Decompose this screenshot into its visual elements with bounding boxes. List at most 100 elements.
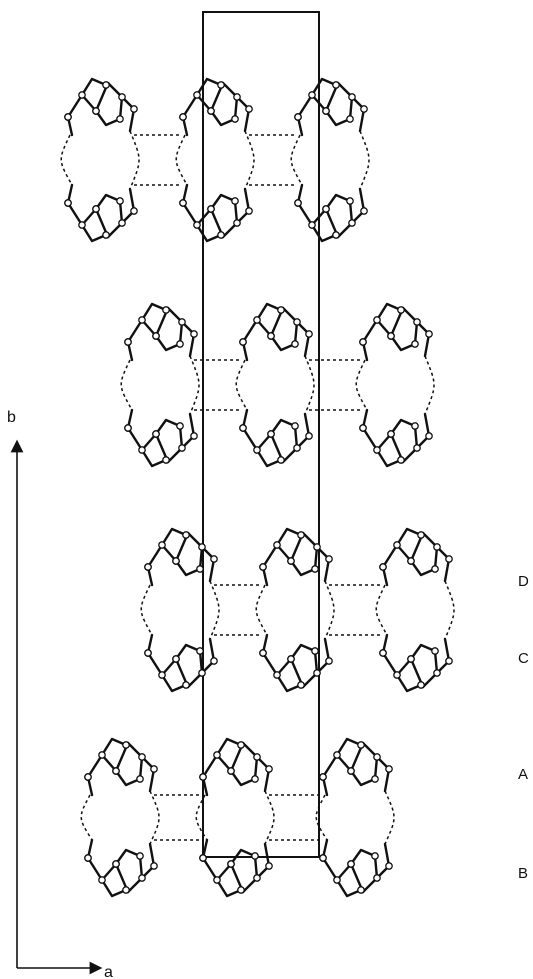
- atom-circle: [152, 430, 160, 438]
- hydrogen-bond: [375, 584, 388, 636]
- bond-line: [409, 643, 439, 675]
- molecule: [359, 302, 433, 362]
- atom-circle: [182, 531, 190, 539]
- bond-line: [269, 320, 299, 352]
- atom-circle: [138, 753, 146, 761]
- bond-line: [114, 848, 144, 880]
- hydrogen-bond: [80, 794, 93, 841]
- atom-circle: [122, 886, 130, 894]
- bond-line: [349, 755, 379, 787]
- atom-circle: [190, 432, 198, 440]
- atom-circle: [333, 751, 341, 759]
- atom-circle: [78, 91, 86, 99]
- atom-circle: [178, 444, 186, 452]
- bond-line: [289, 545, 319, 577]
- atom-circle: [373, 753, 381, 761]
- atom-circle: [294, 199, 302, 207]
- hydrogen-bond: [244, 130, 255, 190]
- atom-circle: [267, 430, 275, 438]
- atom-circle: [193, 91, 201, 99]
- molecule: [359, 408, 433, 468]
- atom-circle: [431, 647, 439, 655]
- atom-circle: [102, 231, 110, 239]
- atom-circle: [253, 316, 261, 324]
- atom-circle: [179, 199, 187, 207]
- atom-circle: [393, 671, 401, 679]
- atom-circle: [373, 446, 381, 454]
- atom-circle: [92, 205, 100, 213]
- molecule: [294, 77, 368, 137]
- atom-circle: [124, 338, 132, 346]
- atom-circle: [265, 862, 273, 870]
- atom-circle: [138, 446, 146, 454]
- hydrogen-bond: [149, 790, 160, 845]
- atom-circle: [245, 207, 253, 215]
- atom-circle: [118, 93, 126, 101]
- atom-circle: [413, 444, 421, 452]
- atom-circle: [239, 338, 247, 346]
- atom-circle: [239, 424, 247, 432]
- atom-circle: [84, 854, 92, 862]
- atom-circle: [253, 874, 261, 882]
- atom-circle: [277, 456, 285, 464]
- atom-circle: [433, 669, 441, 677]
- molecule: [199, 838, 273, 898]
- hydrogen-bond: [315, 794, 328, 841]
- atom-circle: [245, 105, 253, 113]
- atom-circle: [251, 775, 259, 783]
- atom-circle: [253, 446, 261, 454]
- atom-circle: [158, 671, 166, 679]
- atom-circle: [231, 115, 239, 123]
- hydrogen-bond: [384, 790, 395, 845]
- hydrogen-bond: [189, 355, 200, 415]
- atom-circle: [213, 751, 221, 759]
- atom-circle: [64, 113, 72, 121]
- atom-circle: [78, 221, 86, 229]
- molecule: [199, 737, 273, 797]
- atom-circle: [287, 557, 295, 565]
- hydrogen-bond: [235, 359, 248, 411]
- atom-circle: [308, 221, 316, 229]
- atom-circle: [294, 113, 302, 121]
- hydrogen-bond: [264, 790, 275, 845]
- hydrogen-bond: [140, 584, 153, 636]
- atom-circle: [198, 669, 206, 677]
- atom-circle: [158, 541, 166, 549]
- atom-circle: [162, 306, 170, 314]
- hydrogen-bond: [195, 794, 208, 841]
- atom-circle: [213, 876, 221, 884]
- molecule: [379, 527, 453, 587]
- atom-circle: [259, 649, 267, 657]
- atom-circle: [348, 219, 356, 227]
- atom-circle: [425, 432, 433, 440]
- atom-circle: [393, 541, 401, 549]
- atom-circle: [251, 852, 259, 860]
- atom-circle: [253, 753, 261, 761]
- atom-circle: [210, 555, 218, 563]
- atom-circle: [357, 886, 365, 894]
- atom-circle: [231, 197, 239, 205]
- atom-circle: [431, 565, 439, 573]
- hydrogen-bond: [255, 584, 268, 636]
- bond-line: [289, 643, 319, 675]
- atom-circle: [385, 765, 393, 773]
- atom-circle: [136, 775, 144, 783]
- atom-circle: [346, 115, 354, 123]
- a-axis-label: a: [104, 964, 113, 979]
- bond-line: [349, 848, 379, 880]
- atom-circle: [347, 767, 355, 775]
- atom-circle: [116, 197, 124, 205]
- molecule: [84, 737, 158, 797]
- atom-circle: [102, 81, 110, 89]
- atom-circle: [190, 330, 198, 338]
- hydrogen-bond: [60, 134, 73, 186]
- bond-line: [389, 320, 419, 352]
- atom-circle: [217, 81, 225, 89]
- hydrogen-bond: [324, 580, 335, 640]
- molecule: [319, 737, 393, 797]
- atom-circle: [373, 316, 381, 324]
- atom-circle: [413, 318, 421, 326]
- atom-circle: [387, 430, 395, 438]
- hydrogen-bond: [355, 359, 368, 411]
- atom-circle: [305, 432, 313, 440]
